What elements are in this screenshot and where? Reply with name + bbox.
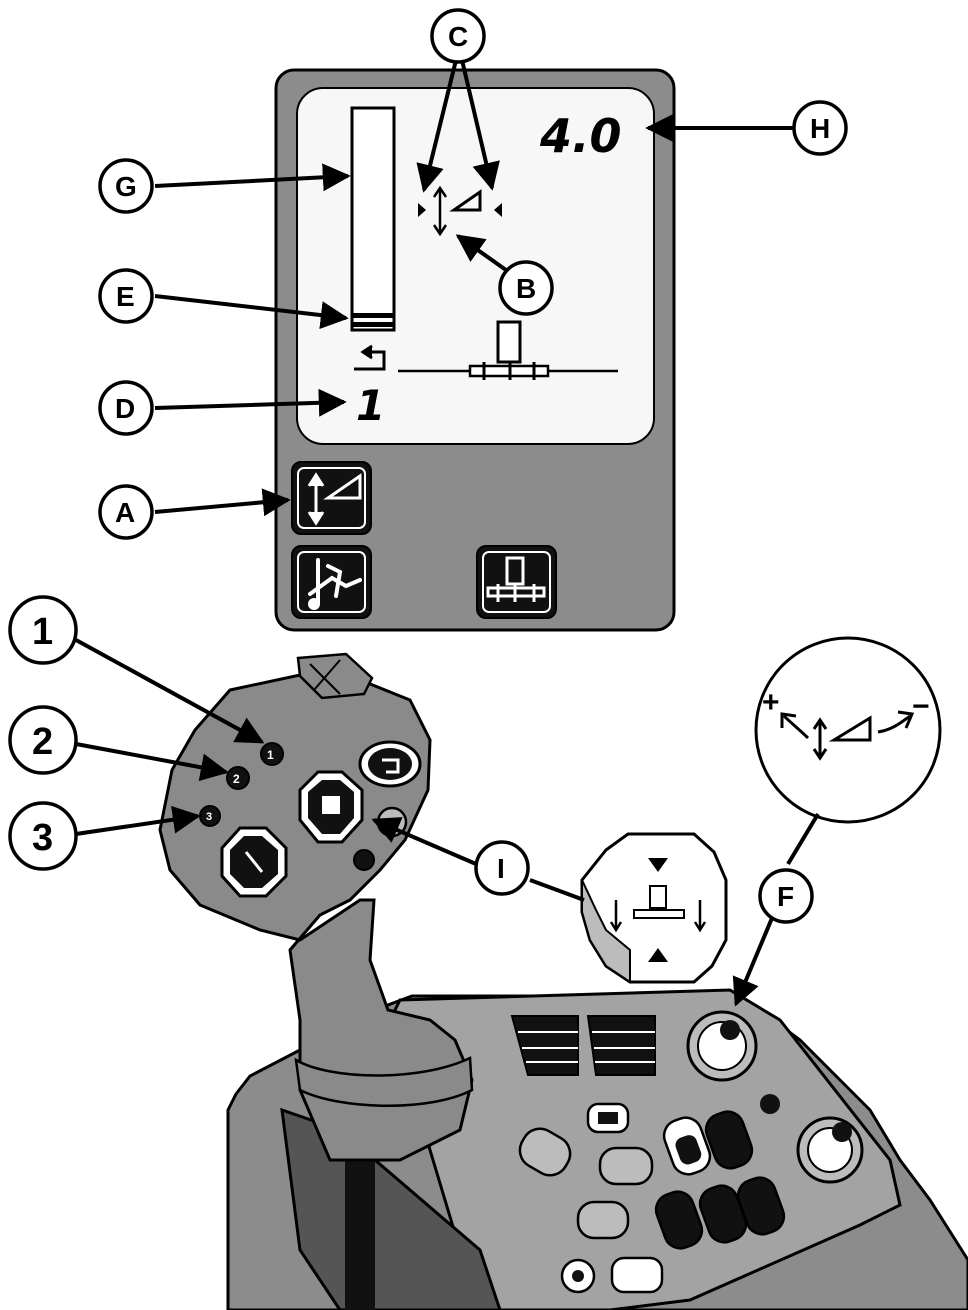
implement-icon [486,556,546,602]
joystick-button-3[interactable]: 3 [199,805,221,827]
callout-D: D [98,380,154,436]
console-button-bottom[interactable] [610,1256,664,1294]
callout-A: A [98,484,154,540]
svg-text:E: E [116,281,135,312]
console-round-button[interactable] [560,1258,596,1294]
svg-text:I: I [497,853,505,884]
callout-F: F [758,868,814,924]
speed-plus-minus-icon [780,710,915,761]
joystick-button-2[interactable]: 2 [226,766,250,790]
svg-text:C: C [448,21,468,52]
gear-indicator: 1 [356,381,385,430]
svg-text:G: G [115,171,137,202]
inset-plus-label: + [762,686,780,719]
depth-slope-status-icon [418,185,502,237]
callout-3: 3 [8,801,78,871]
implement-status-icon [398,320,618,380]
implement-button[interactable] [476,545,557,619]
callout-I: I [474,840,530,896]
callout-C: C [430,8,486,64]
svg-text:A: A [115,497,135,528]
bar-graph-level-segments [352,313,394,327]
joystick-small-button-2[interactable] [353,849,375,871]
svg-text:F: F [777,881,794,912]
console-oval-button-3[interactable] [576,1200,630,1240]
rocker-switch-5[interactable] [734,1173,789,1239]
speed-readout: 4.0 [539,109,622,163]
joystick-shaft [345,1150,375,1310]
svg-text:H: H [810,113,830,144]
indicator-light [760,1094,780,1114]
return-arrow-icon [354,344,386,371]
return-icon [382,758,400,774]
console-oval-button-2[interactable] [598,1146,654,1186]
callout-2: 2 [8,705,78,775]
depth-slope-mode-icon [307,472,362,526]
joystick-return-button[interactable] [358,740,422,788]
inset-speed-adjust: + − [754,636,942,824]
callout-B: B [498,260,554,316]
callout-1: 1 [8,595,78,665]
rocker-switch-1[interactable] [660,1113,715,1179]
svg-text:3: 3 [32,817,53,859]
svg-text:D: D [115,393,135,424]
tractor-hitch-icon [308,558,362,610]
svg-text:1: 1 [267,748,274,762]
hitch-button[interactable] [291,545,372,619]
callout-G: G [98,158,154,214]
hitch-rocker-switch[interactable] [220,826,288,898]
joystick-grip [158,673,474,1162]
lever-right[interactable] [586,1015,656,1076]
callout-H: H [792,100,848,156]
rocker-switch-3[interactable] [652,1187,707,1253]
implement-rocker-switch[interactable] [298,770,364,844]
rocker-switch-2[interactable] [702,1107,757,1173]
svg-text:2: 2 [32,721,53,763]
rotary-knob-right[interactable] [796,1116,864,1184]
inset-minus-label: − [912,690,930,723]
svg-text:3: 3 [206,811,212,823]
joystick-button-1[interactable]: 1 [260,742,284,766]
callout-arrows [75,59,820,1007]
depth-slope-mode-button[interactable] [291,461,372,535]
bar-graph [350,106,396,332]
svg-text:1: 1 [32,611,53,653]
callout-E: E [98,268,154,324]
svg-text:B: B [516,273,536,304]
svg-text:2: 2 [233,772,240,786]
joystick[interactable]: 1 2 3 [158,652,474,1162]
lever-left[interactable] [510,1015,579,1076]
console-oval-button-1[interactable] [513,1122,576,1182]
display-unit: 1 4.0 [274,68,676,632]
console-button-top[interactable] [586,1102,630,1134]
speed-rotary-knob[interactable] [686,1010,758,1082]
joystick-collar [294,1056,474,1107]
inset-implement-rocker [580,832,728,984]
